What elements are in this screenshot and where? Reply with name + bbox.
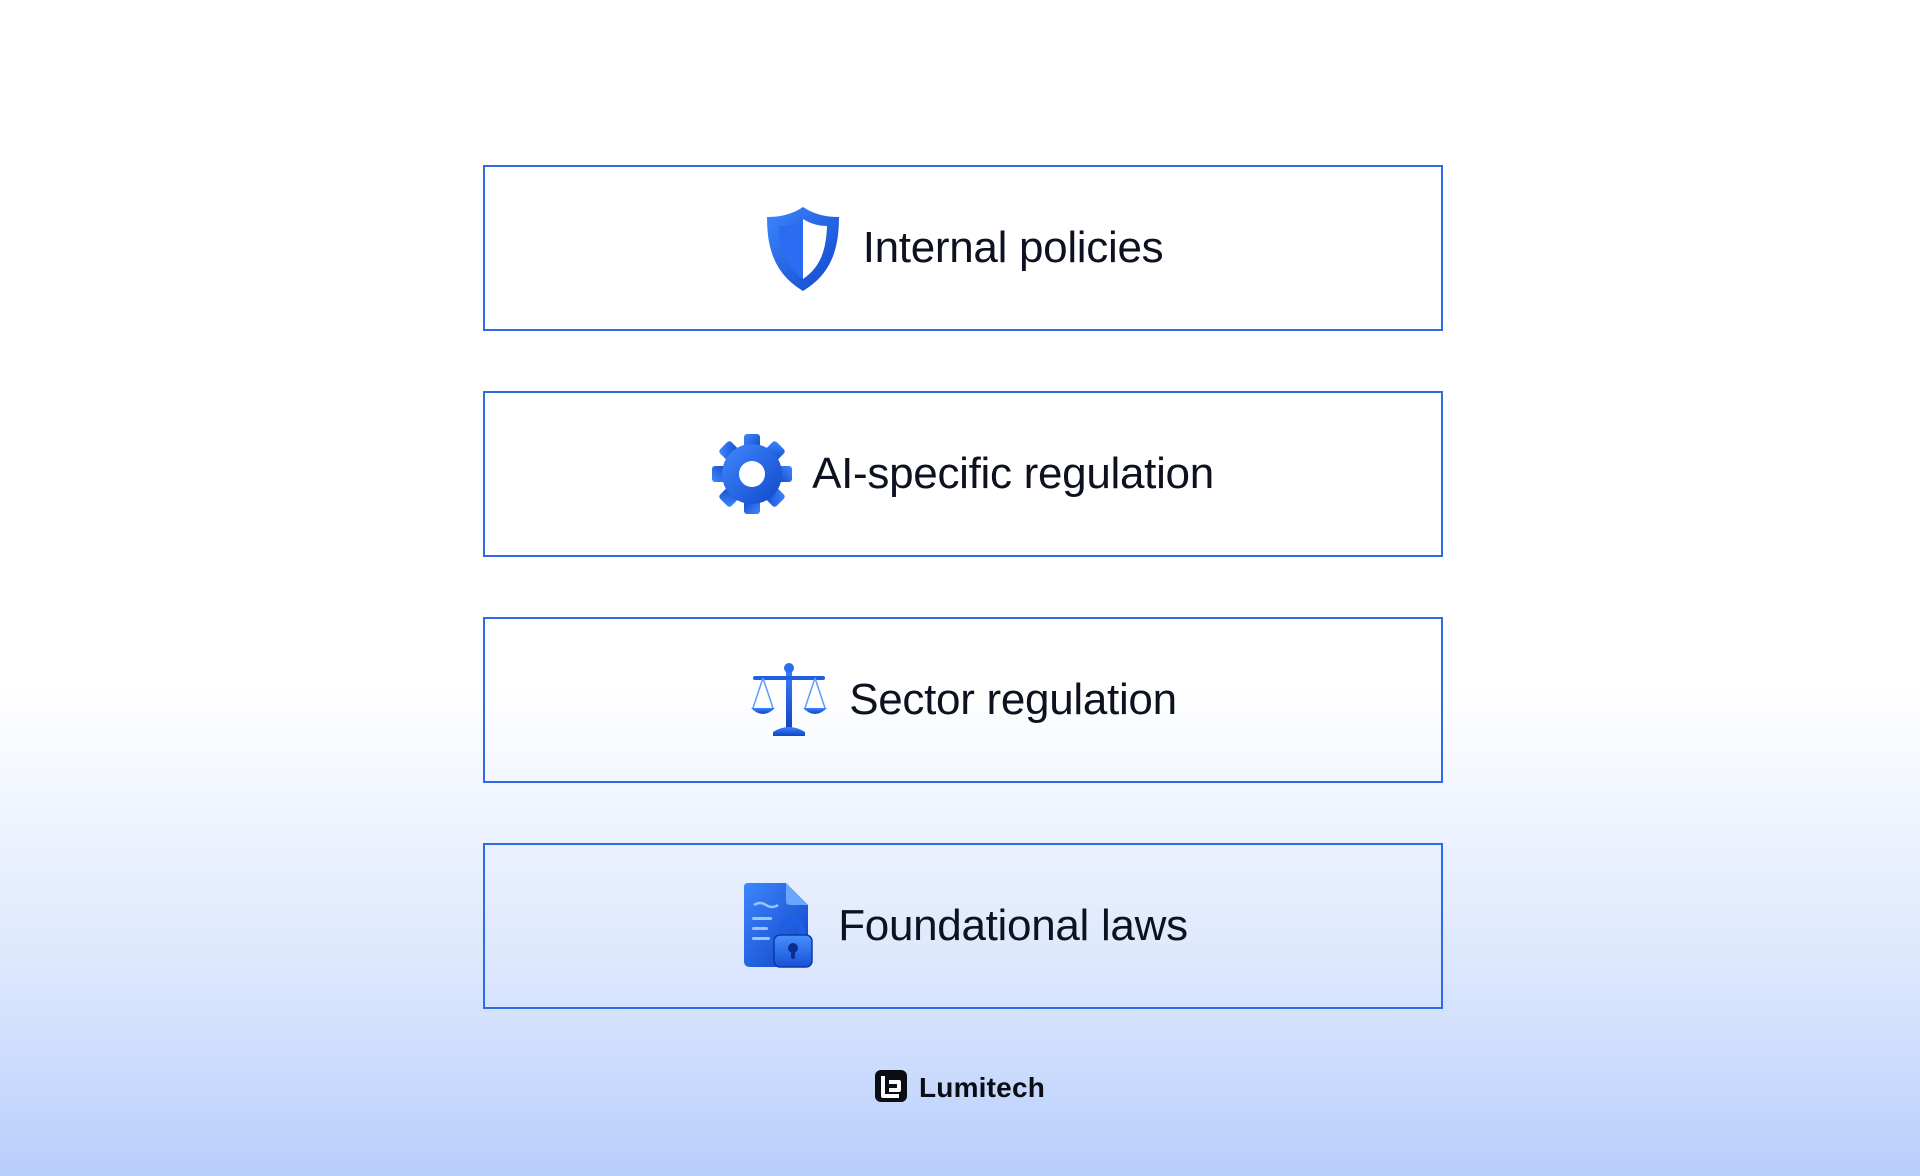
layer-ai-specific-regulation: AI-specific regulation xyxy=(483,391,1443,557)
layer-internal-policies: Internal policies xyxy=(483,165,1443,331)
gear-icon xyxy=(712,429,793,519)
layer-label: Foundational laws xyxy=(838,901,1188,950)
layer-foundational-laws: Foundational laws xyxy=(483,843,1443,1009)
brand-name: Lumitech xyxy=(918,1072,1046,1103)
locked-document-icon xyxy=(738,881,818,971)
scales-icon xyxy=(749,655,829,745)
shield-icon xyxy=(763,203,843,293)
layer-label: AI-specific regulation xyxy=(812,449,1214,498)
layer-sector-regulation: Sector regulation xyxy=(483,617,1443,783)
layers-stack: Internal policies xyxy=(483,165,1443,1009)
layer-label: Sector regulation xyxy=(849,675,1177,724)
brand-footer: Lumitech xyxy=(0,1068,1920,1108)
lumitech-logo-icon xyxy=(874,1069,907,1107)
layer-label: Internal policies xyxy=(862,223,1164,272)
